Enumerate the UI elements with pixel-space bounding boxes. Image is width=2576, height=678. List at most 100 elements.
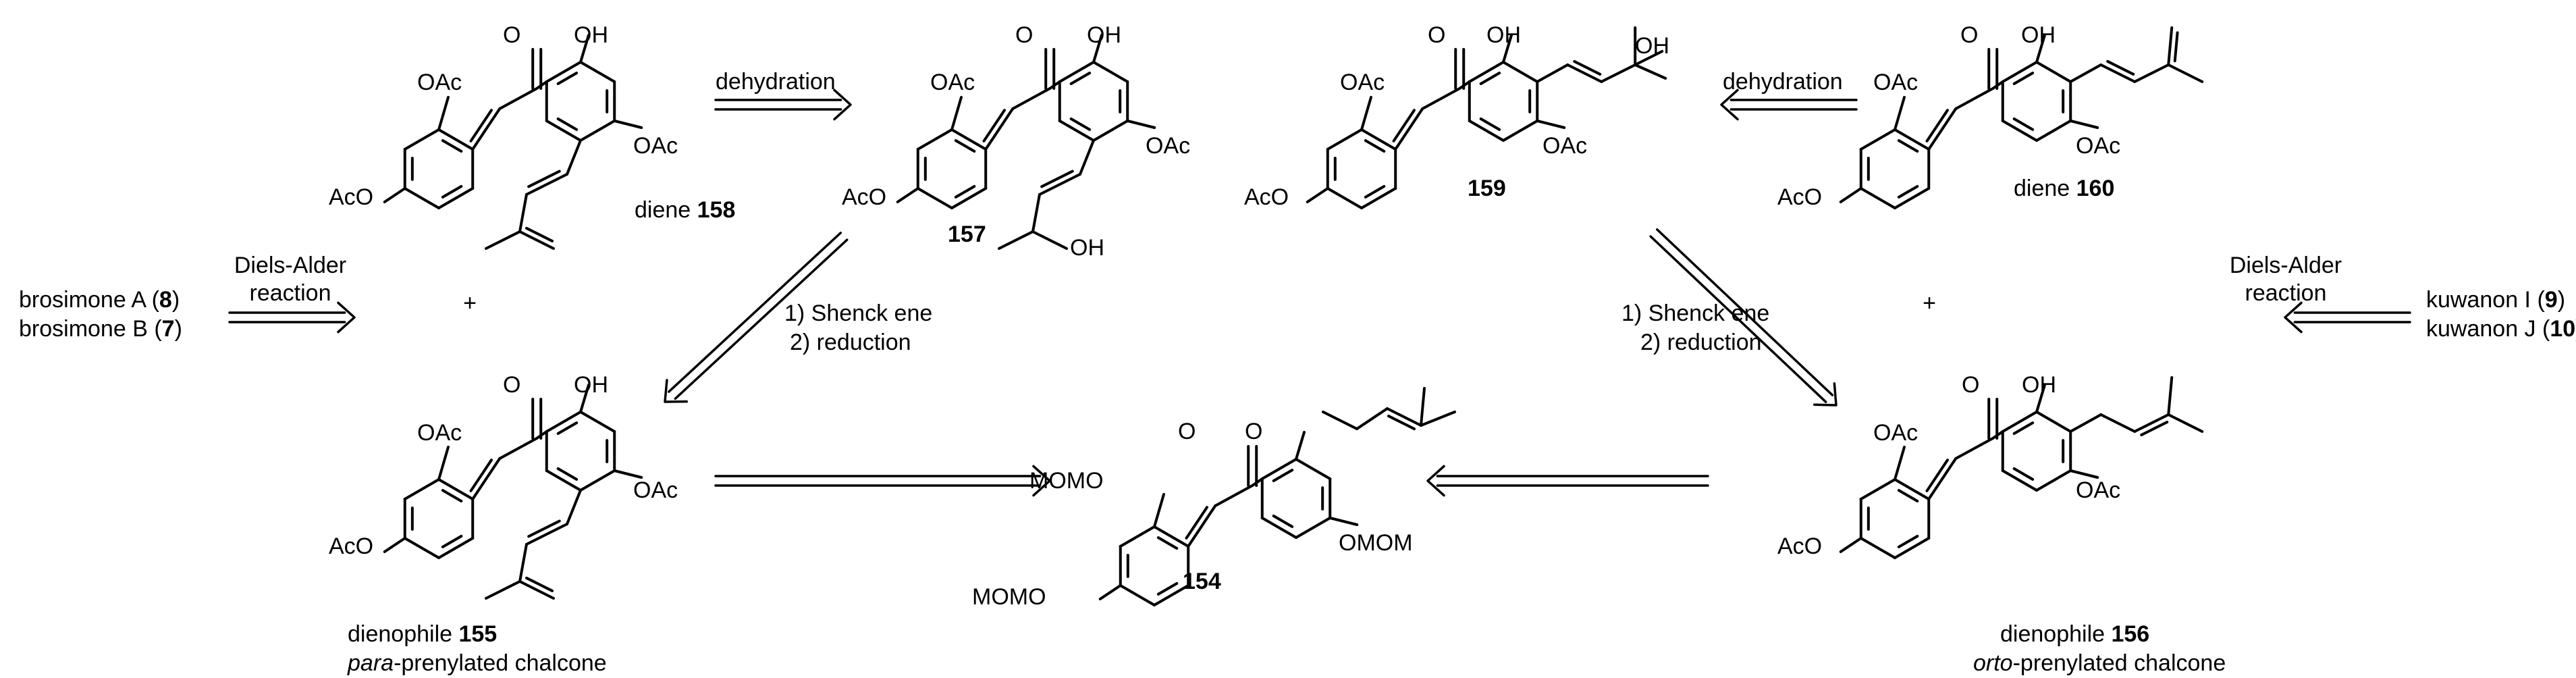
side-chain-bond: [1356, 407, 1389, 430]
substituent-bond: [950, 96, 963, 131]
ring-bond: [579, 120, 616, 142]
side-chain-bond: [1634, 63, 1667, 80]
chain-bond: [1386, 407, 1422, 427]
retro-arrow-157-to-155: [664, 379, 689, 403]
compound-label: 159: [1468, 176, 1506, 201]
compound-154: O O MOMO OMOM 154 MOMO: [972, 419, 1413, 610]
ring-double-bond: [441, 139, 463, 153]
atom-oac: OAc: [930, 70, 975, 95]
ring-double-bond: [1479, 118, 1501, 131]
product-brosimone-a: brosimone A (8): [19, 287, 180, 313]
side-chain-bond: [998, 230, 1034, 250]
retro-arrow-156-to-154: [1426, 465, 1445, 497]
ring-double-bond: [1479, 72, 1501, 85]
chain-double-bond: [1392, 109, 1416, 142]
chain-bond: [1048, 80, 1061, 90]
atom-o: O: [503, 372, 520, 398]
ring-bond: [545, 61, 582, 83]
ring-double-bond: [1272, 515, 1294, 528]
substituent-bond: [1098, 584, 1122, 600]
substituent-bond: [437, 96, 450, 131]
ring-bond: [2035, 120, 2072, 142]
chain-bond: [518, 580, 555, 600]
substituent-bond: [2069, 469, 2099, 479]
substituent-bond: [2035, 384, 2046, 413]
ring-bond: [1119, 525, 1156, 548]
compound-159: O OH OH OAc OAc 159 AcO: [1244, 22, 1669, 210]
substituent-bond: [1126, 120, 1156, 129]
atom-o: O: [1962, 372, 1979, 398]
arrow-label-shenck-ene: 1) Shenck ene: [784, 301, 932, 326]
chain-double-bond: [1040, 170, 1074, 188]
ring-bond: [1153, 584, 1190, 606]
ring-bond: [950, 187, 988, 209]
ring-double-bond: [1156, 582, 1179, 596]
chain-bond: [1927, 107, 1958, 151]
side-chain-bond: [2133, 63, 2170, 83]
ring-double-bond: [556, 421, 579, 435]
ring-double-bond: [556, 72, 579, 85]
ring-bond: [1119, 584, 1156, 606]
ring-bond: [403, 537, 440, 559]
compound-label: dienophile 156: [2000, 621, 2149, 647]
chain-bond: [525, 173, 568, 196]
side-chain-bond: [1634, 50, 1664, 66]
ring-bond: [437, 128, 475, 151]
retro-arrow-159-to-156: [1656, 228, 1834, 396]
ring-bond: [1894, 128, 1931, 151]
substituent-bond: [437, 446, 450, 481]
atom-oh: OH: [1635, 33, 1669, 59]
arrow-label-reduction: 2) reduction: [790, 330, 911, 355]
ring-double-bond: [1897, 535, 1919, 548]
substituent-bond: [1839, 187, 1862, 203]
arrow-label-dehydration: dehydration: [1723, 69, 1843, 95]
substituent-bond: [579, 384, 590, 413]
side-chain-bond: [2099, 413, 2137, 433]
chain-bond: [984, 107, 1015, 151]
atom-o: O: [1960, 22, 1978, 48]
substituent-bond: [383, 537, 406, 553]
arrow-label-shenck-ene: 1) Shenck ene: [1621, 301, 1769, 326]
arrow-label-diels-alder: reaction: [2245, 280, 2327, 306]
atom-oh: OH: [2022, 372, 2056, 398]
chain-bond: [498, 87, 539, 110]
side-chain-bond: [2069, 63, 2103, 83]
chain-double-bond: [982, 109, 1006, 142]
side-chain-bond: [566, 489, 582, 525]
substituent-bond: [579, 34, 590, 63]
chain-bond: [2099, 63, 2137, 83]
ring-double-bond: [2012, 467, 2035, 481]
side-chain-bond: [1031, 193, 1041, 233]
bond-lines: [383, 26, 2204, 606]
ring-bond: [1326, 128, 1363, 151]
ring-bond: [437, 537, 475, 559]
retro-arrow-157-to-155: [668, 232, 842, 393]
side-chain-bond: [1031, 230, 1068, 250]
atom-oac: OAc: [1873, 70, 1918, 95]
chain-bond: [1458, 80, 1471, 90]
chain-double-bond: [527, 519, 561, 538]
atom-oac: OAc: [633, 477, 678, 503]
chain-bond: [1011, 87, 1052, 110]
ring-double-bond: [1069, 72, 1092, 85]
compound-158: O OH OAc OAc AcO diene 158: [329, 22, 735, 223]
ring-double-bond: [441, 185, 463, 199]
ring-bond: [545, 469, 582, 492]
ring-bond: [2001, 469, 2038, 492]
ring-double-bond: [954, 139, 976, 153]
chain-bond: [1566, 63, 1603, 83]
atom-oh: OH: [1070, 235, 1104, 261]
ring-bond: [579, 61, 616, 83]
atom-momo: MOMO: [1029, 468, 1104, 494]
ring-bond: [545, 411, 582, 433]
atom-aco: AcO: [329, 184, 373, 210]
substituent-bond: [613, 120, 643, 129]
compound-label: dienophile 155: [348, 621, 497, 647]
retro-arrow-kuwanon: [2284, 301, 2303, 334]
compound-label: diene 158: [635, 197, 735, 223]
chain-double-bond: [2140, 421, 2169, 437]
compound-157: O OH OAc OAc AcO 157 OH: [842, 22, 1190, 261]
chain-double-bond: [1925, 459, 1949, 492]
atom-oac: OAc: [417, 70, 462, 95]
